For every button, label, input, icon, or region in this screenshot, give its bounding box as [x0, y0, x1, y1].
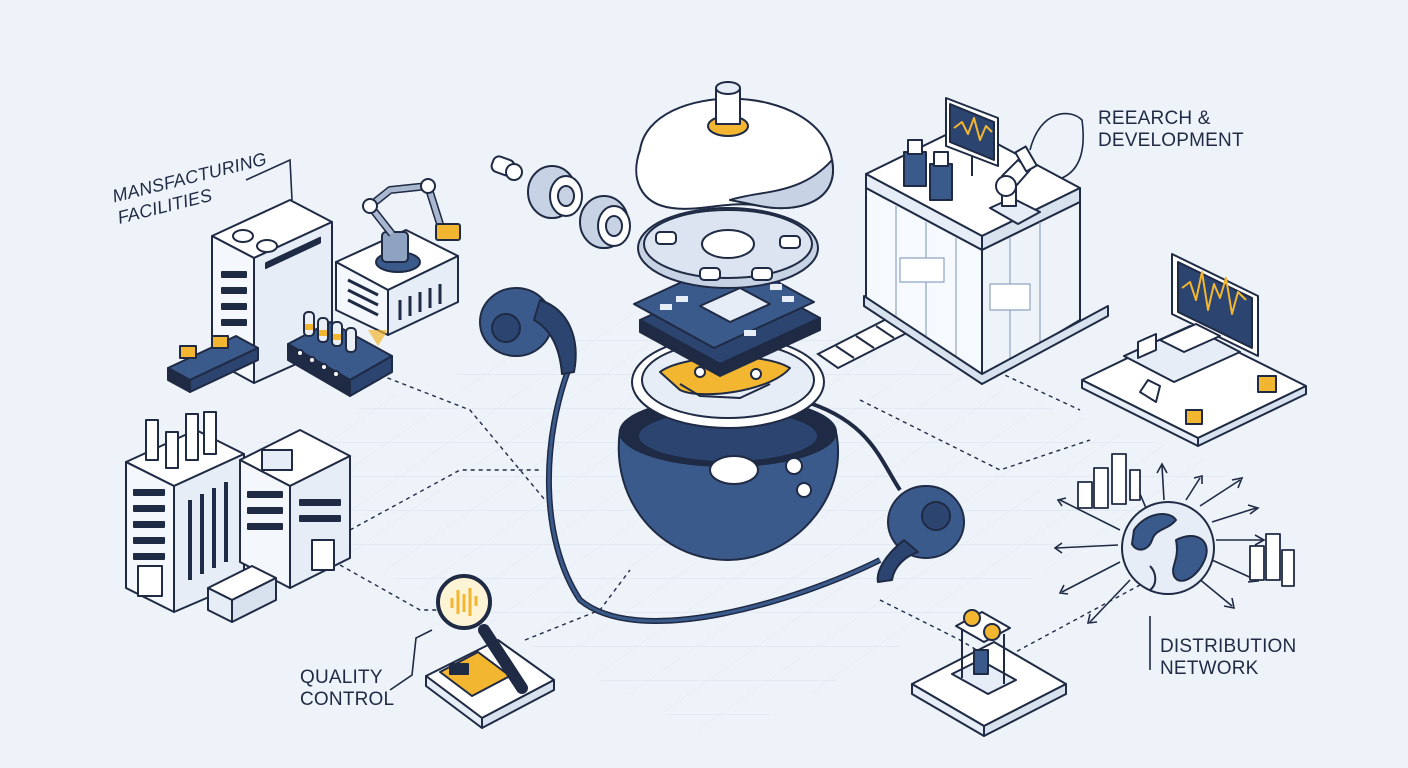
ring-parts-icon — [490, 155, 631, 249]
probe-station-icon — [911, 609, 1067, 737]
label-quality-line1: QUALITY — [300, 667, 383, 688]
label-distribution-line2: NETWORK — [1160, 658, 1259, 679]
magnifier-icon — [436, 574, 528, 694]
city-buildings-icon — [1077, 453, 1295, 587]
workstation-icon — [1081, 253, 1307, 447]
earbud-icon — [479, 81, 965, 624]
lab-building-icon — [863, 97, 1109, 385]
rd-callout-line — [1029, 112, 1084, 179]
distribution-arrows — [1053, 462, 1266, 624]
robot-arm-icon — [335, 178, 461, 336]
label-quality-line2: CONTROL — [300, 689, 395, 710]
label-research-development: REEARCH & DEVELOPMENT — [1098, 108, 1244, 152]
label-quality-control: QUALITY CONTROL — [300, 667, 394, 711]
label-research-line1: REEARCH & — [1098, 108, 1211, 129]
mfg-callout-line — [245, 158, 293, 201]
label-distribution-line1: DISTRIBUTION — [1160, 636, 1297, 657]
warehouse-icon — [207, 429, 351, 623]
factory-icon — [125, 411, 245, 613]
qc-callout-line — [389, 629, 433, 691]
quality-control-base — [425, 639, 555, 729]
microscope-icon — [989, 145, 1041, 225]
conveyor-icon — [167, 311, 393, 397]
label-research-line2: DEVELOPMENT — [1098, 130, 1244, 151]
label-distribution-network: DISTRIBUTION NETWORK — [1160, 636, 1296, 680]
globe-icon — [1121, 501, 1215, 595]
